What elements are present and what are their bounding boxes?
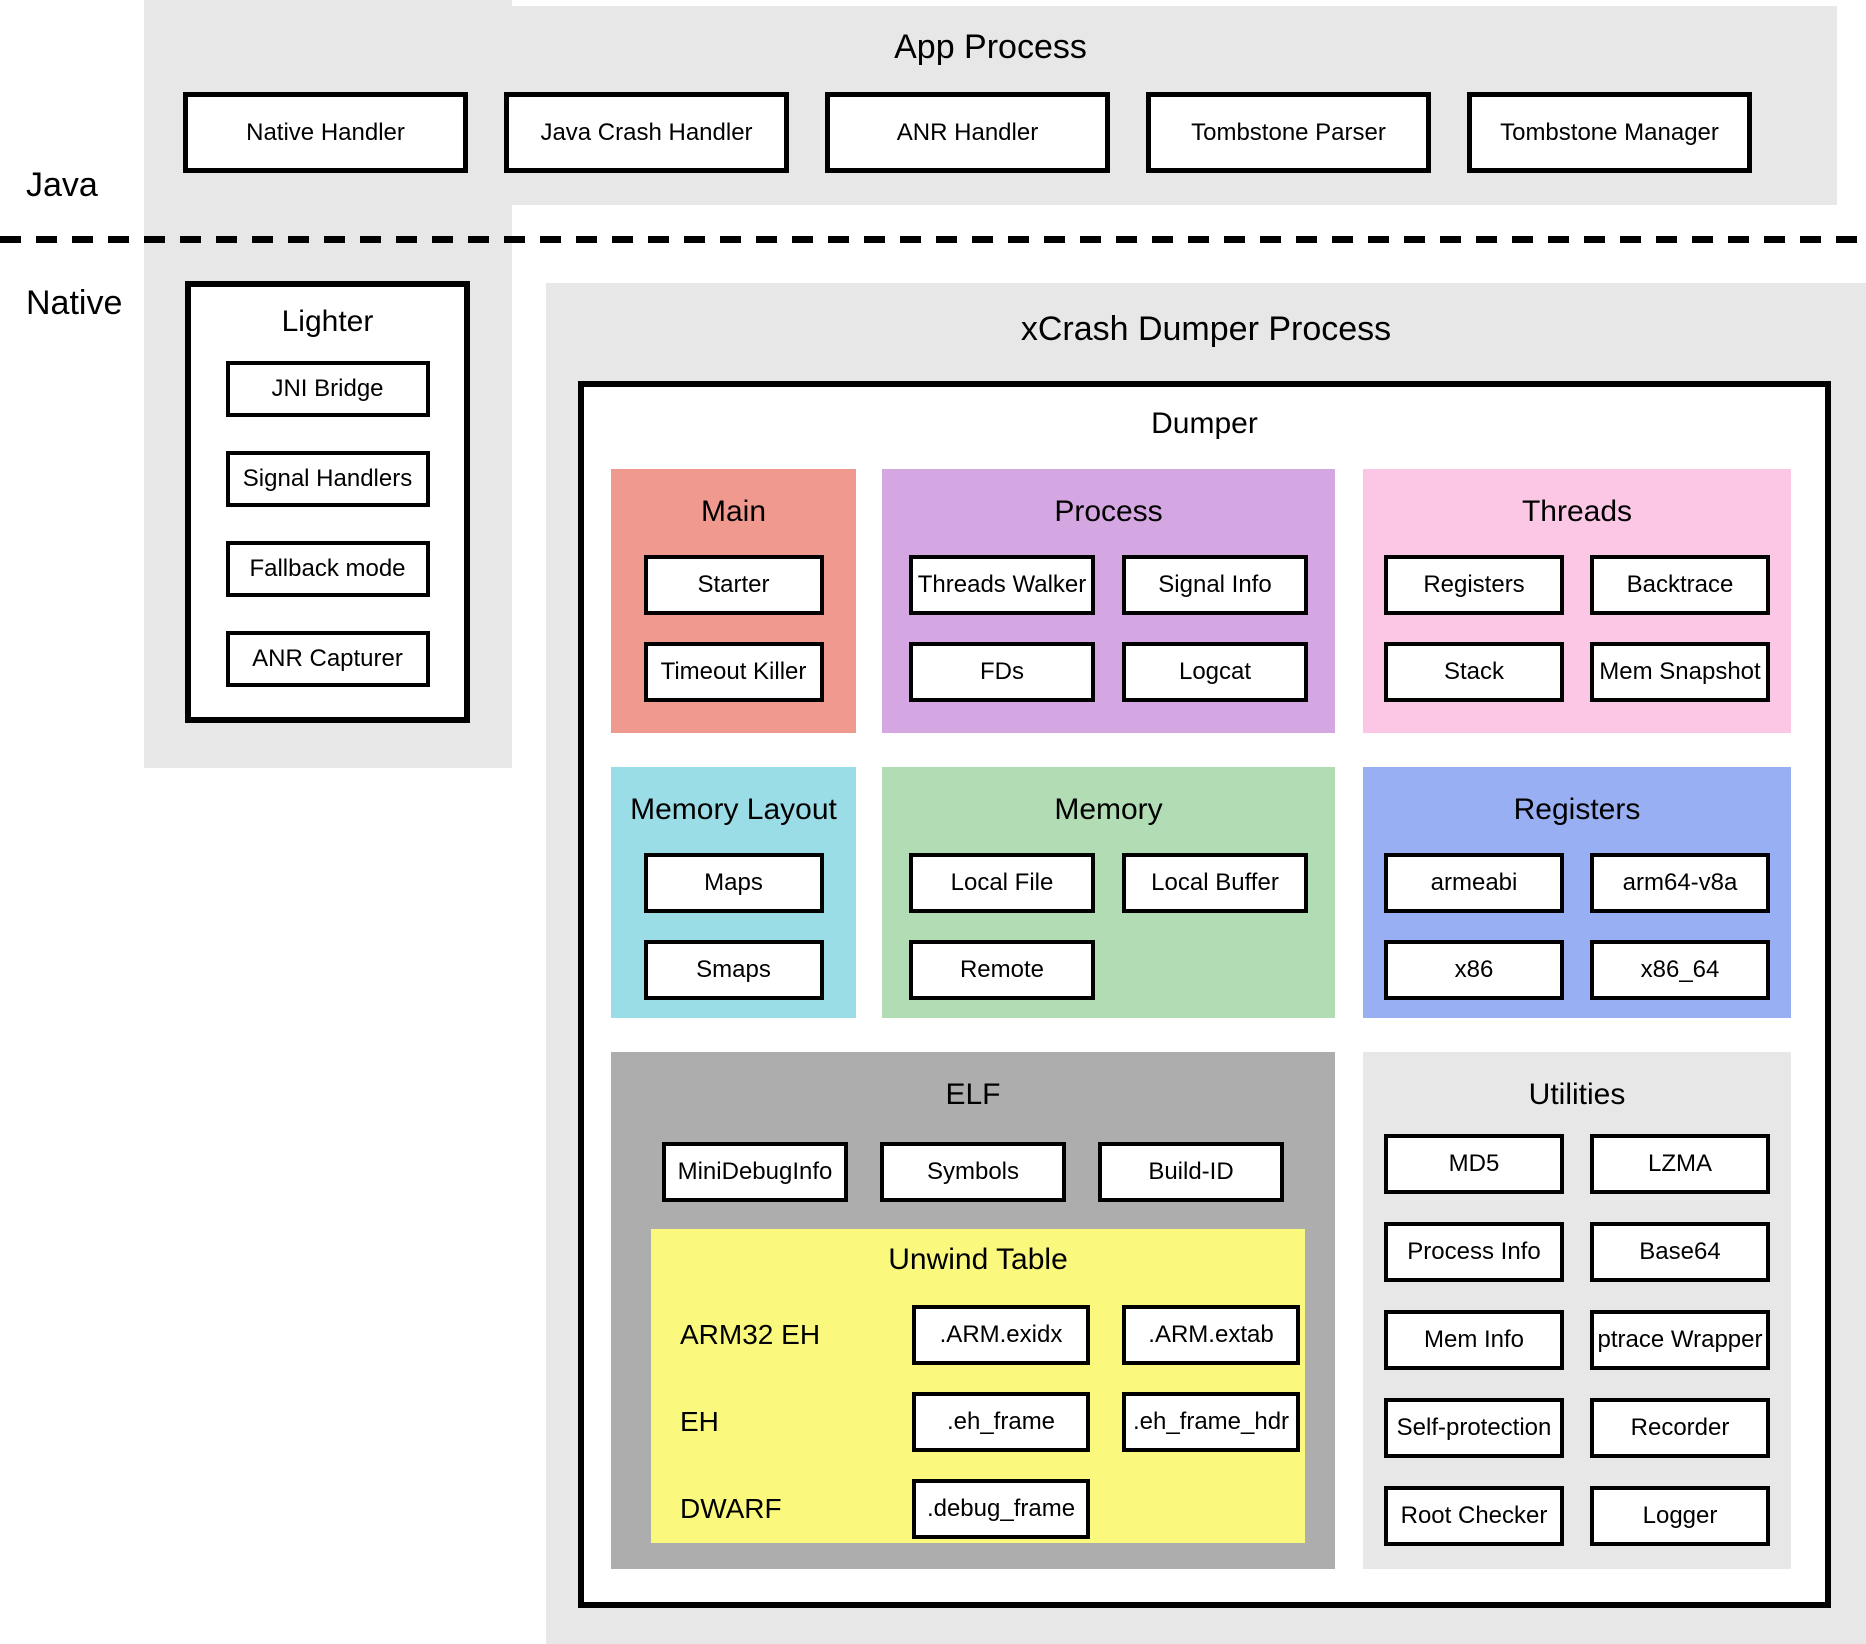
node-logger: Logger: [1590, 1486, 1770, 1546]
section-registers-grid: armeabi arm64-v8a x86 x86_64: [1363, 853, 1791, 1000]
node-stack: Stack: [1384, 642, 1564, 702]
node-anr-handler: ANR Handler: [825, 92, 1110, 173]
node-maps: Maps: [643, 853, 824, 913]
node-tombstone-parser: Tombstone Parser: [1146, 92, 1431, 173]
node-root-checker: Root Checker: [1384, 1486, 1564, 1546]
section-memory-title: Memory: [1054, 793, 1163, 826]
node-arm64-v8a: arm64-v8a: [1590, 853, 1770, 913]
node-eh-frame: .eh_frame: [912, 1392, 1090, 1452]
section-threads: Threads Registers Backtrace Stack Mem Sn…: [1363, 469, 1791, 733]
unwind-row-dwarf: DWARF .debug_frame: [651, 1479, 1305, 1539]
dumper-box: Dumper Main Starter Timeout Killer Proce…: [578, 381, 1831, 1608]
node-eh-frame-hdr: .eh_frame_hdr: [1122, 1392, 1300, 1452]
section-memory-layout-title: Memory Layout: [630, 793, 837, 826]
node-debug-frame: .debug_frame: [912, 1479, 1090, 1539]
java-layer-label: Java: [26, 166, 98, 204]
node-tombstone-manager: Tombstone Manager: [1467, 92, 1752, 173]
node-remote: Remote: [909, 940, 1095, 1000]
unwind-label-arm32-eh: ARM32 EH: [680, 1319, 821, 1350]
node-signal-info: Signal Info: [1122, 555, 1308, 615]
lighter-title: Lighter: [281, 305, 374, 338]
node-x86-64: x86_64: [1590, 940, 1770, 1000]
unwind-label-dwarf: DWARF: [680, 1493, 782, 1524]
section-utilities: Utilities MD5 LZMA Process Info Base64 M…: [1363, 1052, 1791, 1569]
node-local-file: Local File: [909, 853, 1095, 913]
section-process-title: Process: [1054, 495, 1163, 528]
node-arm-exidx: .ARM.exidx: [912, 1305, 1090, 1365]
node-fds: FDs: [909, 642, 1095, 702]
section-main-title: Main: [700, 495, 767, 528]
node-self-protection: Self-protection: [1384, 1398, 1564, 1458]
unwind-table-rows: ARM32 EH .ARM.exidx .ARM.extab EH .eh_fr…: [651, 1305, 1305, 1539]
node-jni-bridge: JNI Bridge: [225, 361, 430, 417]
xcrash-dumper-process-panel: xCrash Dumper Process Dumper Main Starte…: [546, 283, 1866, 1644]
app-process-title: App Process: [894, 28, 1087, 66]
section-main-grid: Starter Timeout Killer: [611, 555, 856, 702]
node-mem-info: Mem Info: [1384, 1310, 1564, 1370]
section-elf: ELF MiniDebugInfo Symbols Build-ID Unwin…: [611, 1052, 1335, 1569]
node-backtrace: Backtrace: [1590, 555, 1770, 615]
unwind-row-arm32-eh: ARM32 EH .ARM.exidx .ARM.extab: [651, 1305, 1305, 1365]
node-registers-threads: Registers: [1384, 555, 1564, 615]
section-threads-title: Threads: [1521, 495, 1633, 528]
node-lzma: LZMA: [1590, 1134, 1770, 1194]
app-process-box-row: Native Handler Java Crash Handler ANR Ha…: [183, 92, 1752, 173]
unwind-table-title: Unwind Table: [888, 1243, 1068, 1276]
section-elf-box-row: MiniDebugInfo Symbols Build-ID: [611, 1142, 1335, 1202]
node-fallback-mode: Fallback mode: [225, 541, 430, 597]
section-main: Main Starter Timeout Killer: [611, 469, 856, 733]
section-utilities-title: Utilities: [1528, 1078, 1626, 1111]
section-threads-grid: Registers Backtrace Stack Mem Snapshot: [1363, 555, 1791, 702]
section-memory-layout-grid: Maps Smaps: [611, 853, 856, 1000]
node-arm-extab: .ARM.extab: [1122, 1305, 1300, 1365]
dumper-title: Dumper: [1151, 407, 1258, 440]
section-memory: Memory Local File Local Buffer Remote: [882, 767, 1335, 1018]
section-memory-layout: Memory Layout Maps Smaps: [611, 767, 856, 1018]
node-minidebuginfo: MiniDebugInfo: [662, 1142, 848, 1202]
node-threads-walker: Threads Walker: [909, 555, 1095, 615]
node-md5: MD5: [1384, 1134, 1564, 1194]
node-mem-snapshot: Mem Snapshot: [1590, 642, 1770, 702]
node-build-id: Build-ID: [1098, 1142, 1284, 1202]
lighter-box-column: JNI Bridge Signal Handlers Fallback mode…: [191, 361, 464, 687]
node-local-buffer: Local Buffer: [1122, 853, 1308, 913]
node-armeabi: armeabi: [1384, 853, 1564, 913]
node-smaps: Smaps: [643, 940, 824, 1000]
unwind-table: Unwind Table ARM32 EH .ARM.exidx .ARM.ex…: [651, 1229, 1305, 1543]
node-process-info: Process Info: [1384, 1222, 1564, 1282]
node-starter: Starter: [643, 555, 824, 615]
node-ptrace-wrapper: ptrace Wrapper: [1590, 1310, 1770, 1370]
section-registers-title: Registers: [1513, 793, 1641, 826]
node-java-crash-handler: Java Crash Handler: [504, 92, 789, 173]
app-process-panel: App Process Native Handler Java Crash Ha…: [144, 6, 1837, 205]
unwind-row-eh: EH .eh_frame .eh_frame_hdr: [651, 1392, 1305, 1452]
unwind-label-eh: EH: [680, 1406, 719, 1437]
node-symbols: Symbols: [880, 1142, 1066, 1202]
native-layer-label: Native: [26, 284, 123, 322]
section-registers: Registers armeabi arm64-v8a x86 x86_64: [1363, 767, 1791, 1018]
java-native-divider: [0, 236, 1866, 243]
section-process: Process Threads Walker Signal Info FDs L…: [882, 469, 1335, 733]
lighter-box: Lighter JNI Bridge Signal Handlers Fallb…: [185, 281, 470, 723]
node-recorder: Recorder: [1590, 1398, 1770, 1458]
node-signal-handlers: Signal Handlers: [225, 451, 430, 507]
node-base64: Base64: [1590, 1222, 1770, 1282]
xcrash-dumper-process-title: xCrash Dumper Process: [1020, 310, 1392, 348]
node-x86: x86: [1384, 940, 1564, 1000]
node-anr-capturer: ANR Capturer: [225, 631, 430, 687]
node-timeout-killer: Timeout Killer: [643, 642, 824, 702]
section-elf-title: ELF: [945, 1078, 1001, 1111]
node-logcat: Logcat: [1122, 642, 1308, 702]
section-process-grid: Threads Walker Signal Info FDs Logcat: [882, 555, 1335, 702]
node-native-handler: Native Handler: [183, 92, 468, 173]
section-memory-grid: Local File Local Buffer Remote: [882, 853, 1335, 1000]
section-utilities-grid: MD5 LZMA Process Info Base64 Mem Info pt…: [1363, 1134, 1791, 1546]
